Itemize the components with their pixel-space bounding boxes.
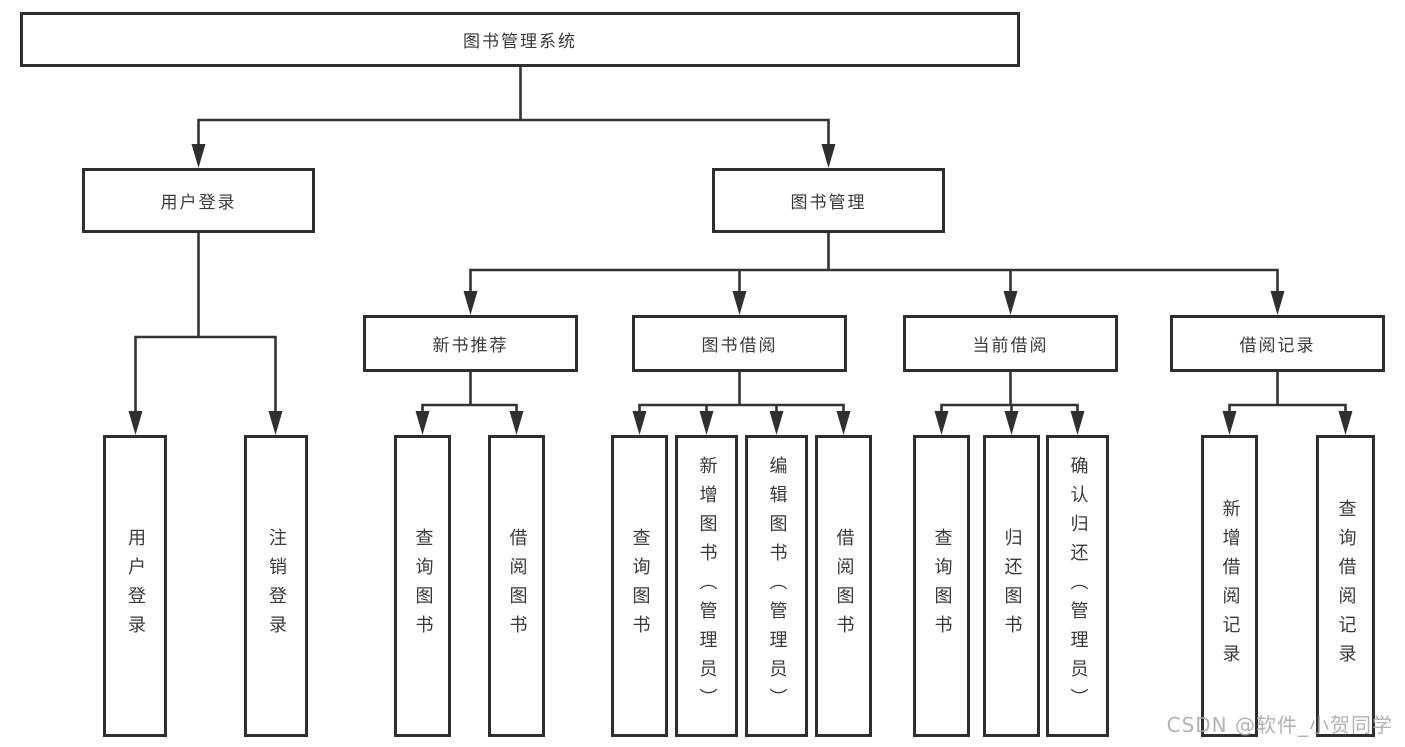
leaf-logout-login-label: 注销登录 xyxy=(266,528,287,644)
watermark: CSDN @软件_小贺同学 xyxy=(1166,713,1393,737)
node-user-login: 用户登录 xyxy=(82,168,315,233)
leaf-borrow-query-books-label: 查询图书 xyxy=(629,528,651,644)
node-borrow-records-label: 借阅记录 xyxy=(1239,336,1316,356)
leaf-user-login-label: 用户登录 xyxy=(125,528,146,644)
leaf-recommend-borrow-books: 借阅图书 xyxy=(488,435,545,737)
arrow-book-management xyxy=(821,144,836,168)
leaf-recommend-query-books: 查询图书 xyxy=(394,435,451,737)
arrow-recommend-borrow-books xyxy=(509,411,524,435)
leaf-borrow-add-books-admin: 新增图书（管理员） xyxy=(675,435,738,737)
node-book-management: 图书管理 xyxy=(712,168,945,233)
arrow-new-book-recommend xyxy=(463,291,478,315)
connector-new-book-recommend xyxy=(421,370,518,415)
leaf-borrow-query-books: 查询图书 xyxy=(611,435,668,737)
node-root: 图书管理系统 xyxy=(20,12,1020,67)
connector-root xyxy=(197,65,830,148)
leaf-user-login: 用户登录 xyxy=(103,435,167,737)
connector-book-management xyxy=(469,231,1279,295)
leaf-borrow-edit-books-admin: 编辑图书（管理员） xyxy=(745,435,808,737)
node-book-management-label: 图书管理 xyxy=(790,193,867,213)
arrow-borrow-borrow-books xyxy=(836,411,851,435)
leaf-records-query-borrow-record-label: 查询借阅记录 xyxy=(1335,499,1357,673)
leaf-current-return-books-label: 归还图书 xyxy=(1001,528,1023,644)
leaf-recommend-query-books-label: 查询图书 xyxy=(412,528,434,644)
connector-user-login xyxy=(134,231,277,415)
arrow-current-confirm-return xyxy=(1070,411,1085,435)
arrow-borrow-records xyxy=(1270,291,1285,315)
node-book-borrow: 图书借阅 xyxy=(632,315,847,372)
arrow-borrow-edit-books xyxy=(769,411,784,435)
leaf-recommend-borrow-books-label: 借阅图书 xyxy=(506,528,528,644)
arrow-book-borrow xyxy=(732,291,747,315)
leaf-records-query-borrow-record: 查询借阅记录 xyxy=(1316,435,1375,737)
leaf-current-query-books: 查询图书 xyxy=(913,435,970,737)
node-book-borrow-label: 图书借阅 xyxy=(701,336,778,356)
arrow-current-return-books xyxy=(1004,411,1019,435)
leaf-borrow-borrow-books: 借阅图书 xyxy=(815,435,872,737)
arrow-user-login xyxy=(191,144,206,168)
connector-borrow-records xyxy=(1228,370,1347,415)
leaf-current-query-books-label: 查询图书 xyxy=(931,528,953,644)
node-borrow-records: 借阅记录 xyxy=(1170,315,1385,372)
leaf-borrow-borrow-books-label: 借阅图书 xyxy=(833,528,855,644)
arrow-leaf-user-login xyxy=(128,411,143,435)
node-current-borrow-label: 当前借阅 xyxy=(972,336,1049,356)
leaf-records-add-borrow-record-label: 新增借阅记录 xyxy=(1219,499,1241,673)
arrow-borrow-query-books xyxy=(632,411,647,435)
leaf-current-confirm-return-admin: 确认归还（管理员） xyxy=(1046,435,1109,737)
arrow-records-add-record xyxy=(1222,411,1237,435)
leaf-logout-login: 注销登录 xyxy=(244,435,308,737)
node-new-book-recommend-label: 新书推荐 xyxy=(432,336,509,356)
node-user-login-label: 用户登录 xyxy=(160,193,237,213)
connector-book-borrow xyxy=(638,370,845,415)
node-current-borrow: 当前借阅 xyxy=(903,315,1118,372)
arrow-records-query-record xyxy=(1338,411,1353,435)
leaf-current-return-books: 归还图书 xyxy=(983,435,1040,737)
node-new-book-recommend: 新书推荐 xyxy=(363,315,578,372)
arrow-leaf-logout-login xyxy=(268,411,283,435)
arrow-recommend-query-books xyxy=(415,411,430,435)
leaf-borrow-add-books-admin-label: 新增图书（管理员） xyxy=(696,455,718,717)
leaf-records-add-borrow-record: 新增借阅记录 xyxy=(1201,435,1258,737)
arrow-borrow-add-books xyxy=(699,411,714,435)
leaf-current-confirm-return-admin-label: 确认归还（管理员） xyxy=(1067,455,1089,717)
connector-current-borrow xyxy=(940,370,1079,415)
arrow-current-borrow xyxy=(1003,291,1018,315)
leaf-borrow-edit-books-admin-label: 编辑图书（管理员） xyxy=(766,455,788,717)
arrow-current-query-books xyxy=(934,411,949,435)
node-root-label: 图书管理系统 xyxy=(463,32,577,52)
